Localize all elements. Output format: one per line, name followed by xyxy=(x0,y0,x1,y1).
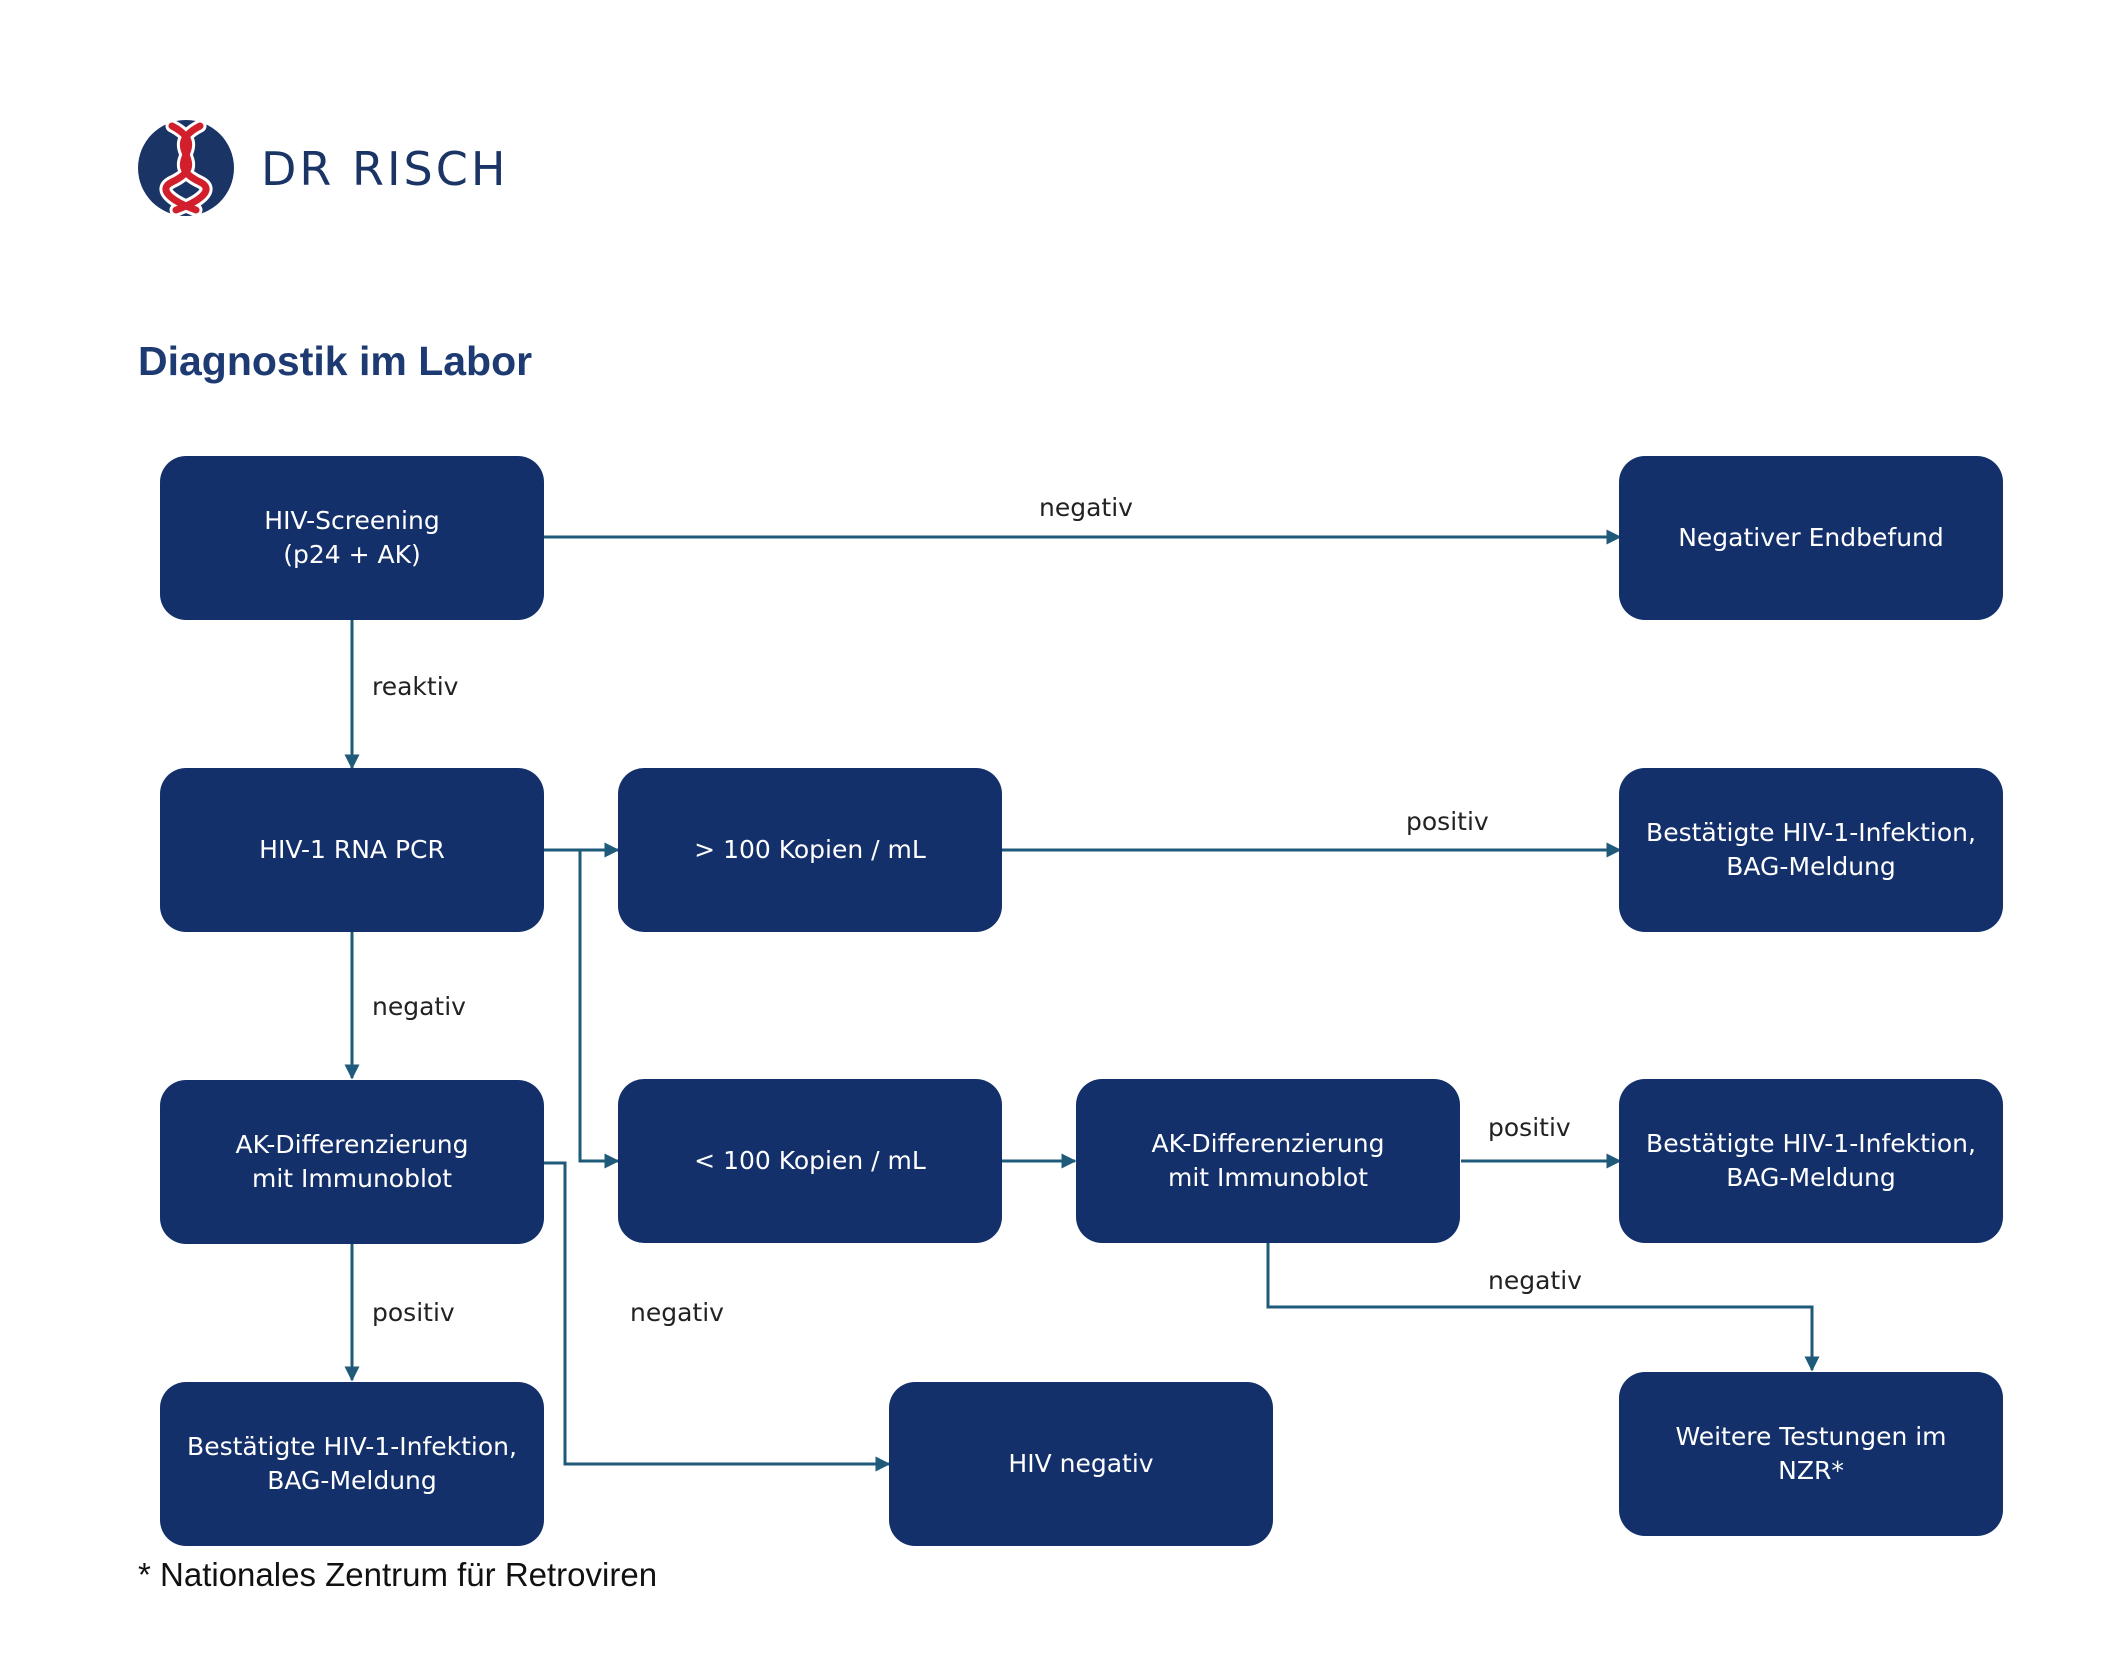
brand-name: DR RISCH xyxy=(261,142,509,196)
node-weitere-testungen-nzr: Weitere Testungen im NZR* xyxy=(1619,1372,2003,1536)
node-gt-100-kopien: > 100 Kopien / mL xyxy=(618,768,1002,932)
edge-label-gt100-positiv: positiv xyxy=(1406,807,1489,836)
node-bestaetigte-infektion-top: Bestätigte HIV-1-Infektion, BAG-Meldung xyxy=(1619,768,2003,932)
edge-label-akmid-positiv: positiv xyxy=(1488,1113,1571,1142)
arrow-akleft-hivneg xyxy=(544,1161,891,1472)
node-lt-100-kopien: < 100 Kopien / mL xyxy=(618,1079,1002,1243)
node-hiv-rna-pcr: HIV-1 RNA PCR xyxy=(160,768,544,932)
edge-label-akmid-negativ: negativ xyxy=(1488,1266,1582,1295)
dna-logo-icon xyxy=(138,119,234,217)
dr-risch-logo: DR RISCH xyxy=(136,118,536,218)
arrow-akmid-nzr xyxy=(1266,1243,1820,1372)
page-title: Diagnostik im Labor xyxy=(138,338,533,384)
edge-label-screening-negativ: negativ xyxy=(1039,493,1133,522)
node-ak-differenzierung-mid: AK-Differenzierung mit Immunoblot xyxy=(1076,1079,1460,1243)
edge-label-akleft-negativ: negativ xyxy=(630,1298,724,1327)
footnote: * Nationales Zentrum für Retroviren xyxy=(138,1556,658,1593)
node-ak-differenzierung-left: AK-Differenzierung mit Immunoblot xyxy=(160,1080,544,1244)
node-hiv-negativ: HIV negativ xyxy=(889,1382,1273,1546)
node-bestaetigte-infektion-mid: Bestätigte HIV-1-Infektion, BAG-Meldung xyxy=(1619,1079,2003,1243)
arrow-pcr-lt100 xyxy=(578,850,620,1169)
edge-label-screening-reaktiv: reaktiv xyxy=(372,672,459,701)
node-negativer-endbefund: Negativer Endbefund xyxy=(1619,456,2003,620)
node-bestaetigte-infektion-bottom: Bestätigte HIV-1-Infektion, BAG-Meldung xyxy=(160,1382,544,1546)
edge-label-akleft-positiv: positiv xyxy=(372,1298,455,1327)
node-hiv-screening: HIV-Screening (p24 + AK) xyxy=(160,456,544,620)
edge-label-pcr-negativ: negativ xyxy=(372,992,466,1021)
